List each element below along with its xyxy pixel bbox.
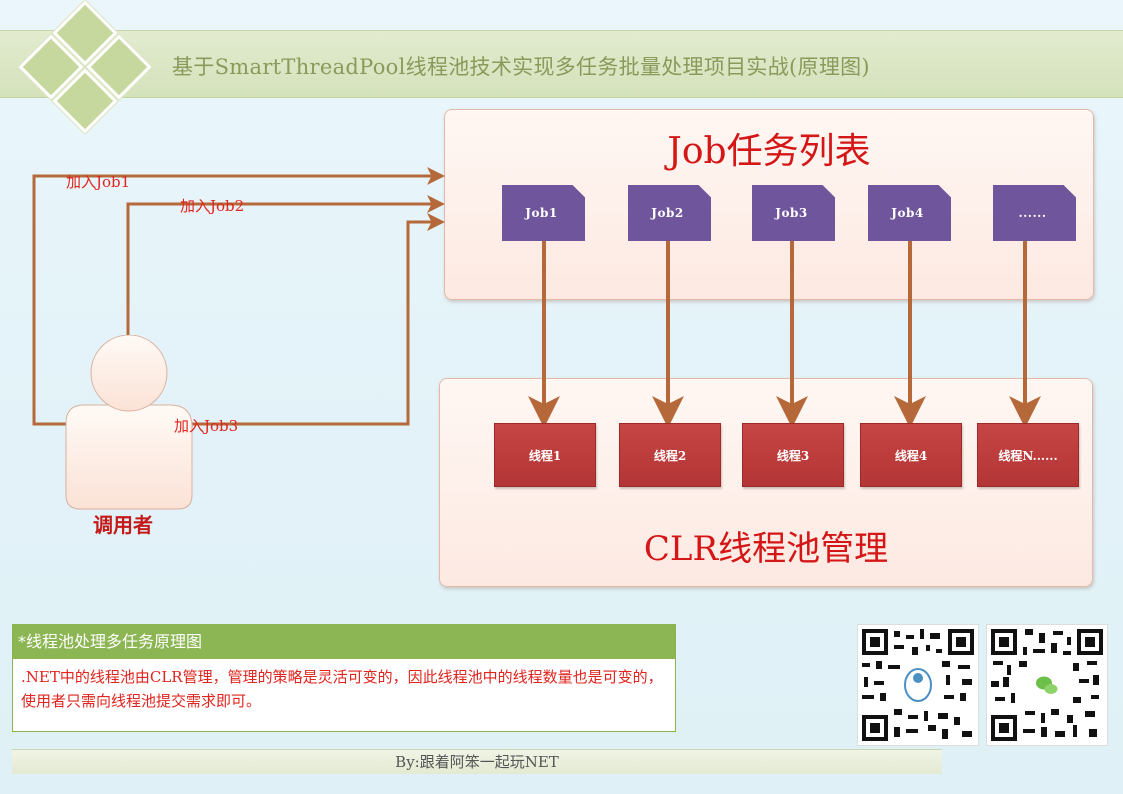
footer-credit: By:跟着阿笨一起玩NET (12, 749, 942, 774)
label-add-job1: 加入Job1 (66, 173, 131, 191)
arrow-add-job2 (126, 195, 445, 340)
caller-person-icon (65, 335, 193, 510)
job-card-1: Job1 (502, 185, 585, 241)
thread-box-n: 线程N...... (977, 423, 1079, 487)
job-card-more: ...... (993, 185, 1076, 241)
note-heading: *线程池处理多任务原理图 (13, 625, 675, 659)
job-card-2: Job2 (628, 185, 711, 241)
thread-box-4: 线程4 (860, 423, 962, 487)
label-add-job2: 加入Job2 (180, 197, 245, 215)
qr-code-wechat (986, 624, 1108, 746)
label-add-job3: 加入Job3 (174, 417, 239, 435)
qr-code-qq (857, 624, 979, 746)
thread-box-2: 线程2 (619, 423, 721, 487)
caller-label: 调用者 (93, 513, 153, 537)
thread-box-3: 线程3 (742, 423, 844, 487)
job-card-4: Job4 (868, 185, 951, 241)
thread-box-1: 线程1 (494, 423, 596, 487)
qr-pattern-qq (858, 625, 978, 745)
page-title: 基于SmartThreadPool线程池技术实现多任务批量处理项目实战(原理图) (172, 55, 870, 79)
job-card-3: Job3 (752, 185, 835, 241)
job-list-title: Job任务列表 (667, 131, 871, 172)
note-box: *线程池处理多任务原理图 .NET中的线程池由CLR管理，管理的策略是灵活可变的… (12, 624, 676, 732)
header-band: 基于SmartThreadPool线程池技术实现多任务批量处理项目实战(原理图) (0, 30, 1123, 98)
arrow-add-job3 (192, 213, 445, 426)
clr-pool-title: CLR线程池管理 (643, 529, 889, 569)
qr-pattern-wechat (987, 625, 1107, 745)
note-body: .NET中的线程池由CLR管理，管理的策略是灵活可变的，因此线程池中的线程数量也… (21, 668, 663, 710)
